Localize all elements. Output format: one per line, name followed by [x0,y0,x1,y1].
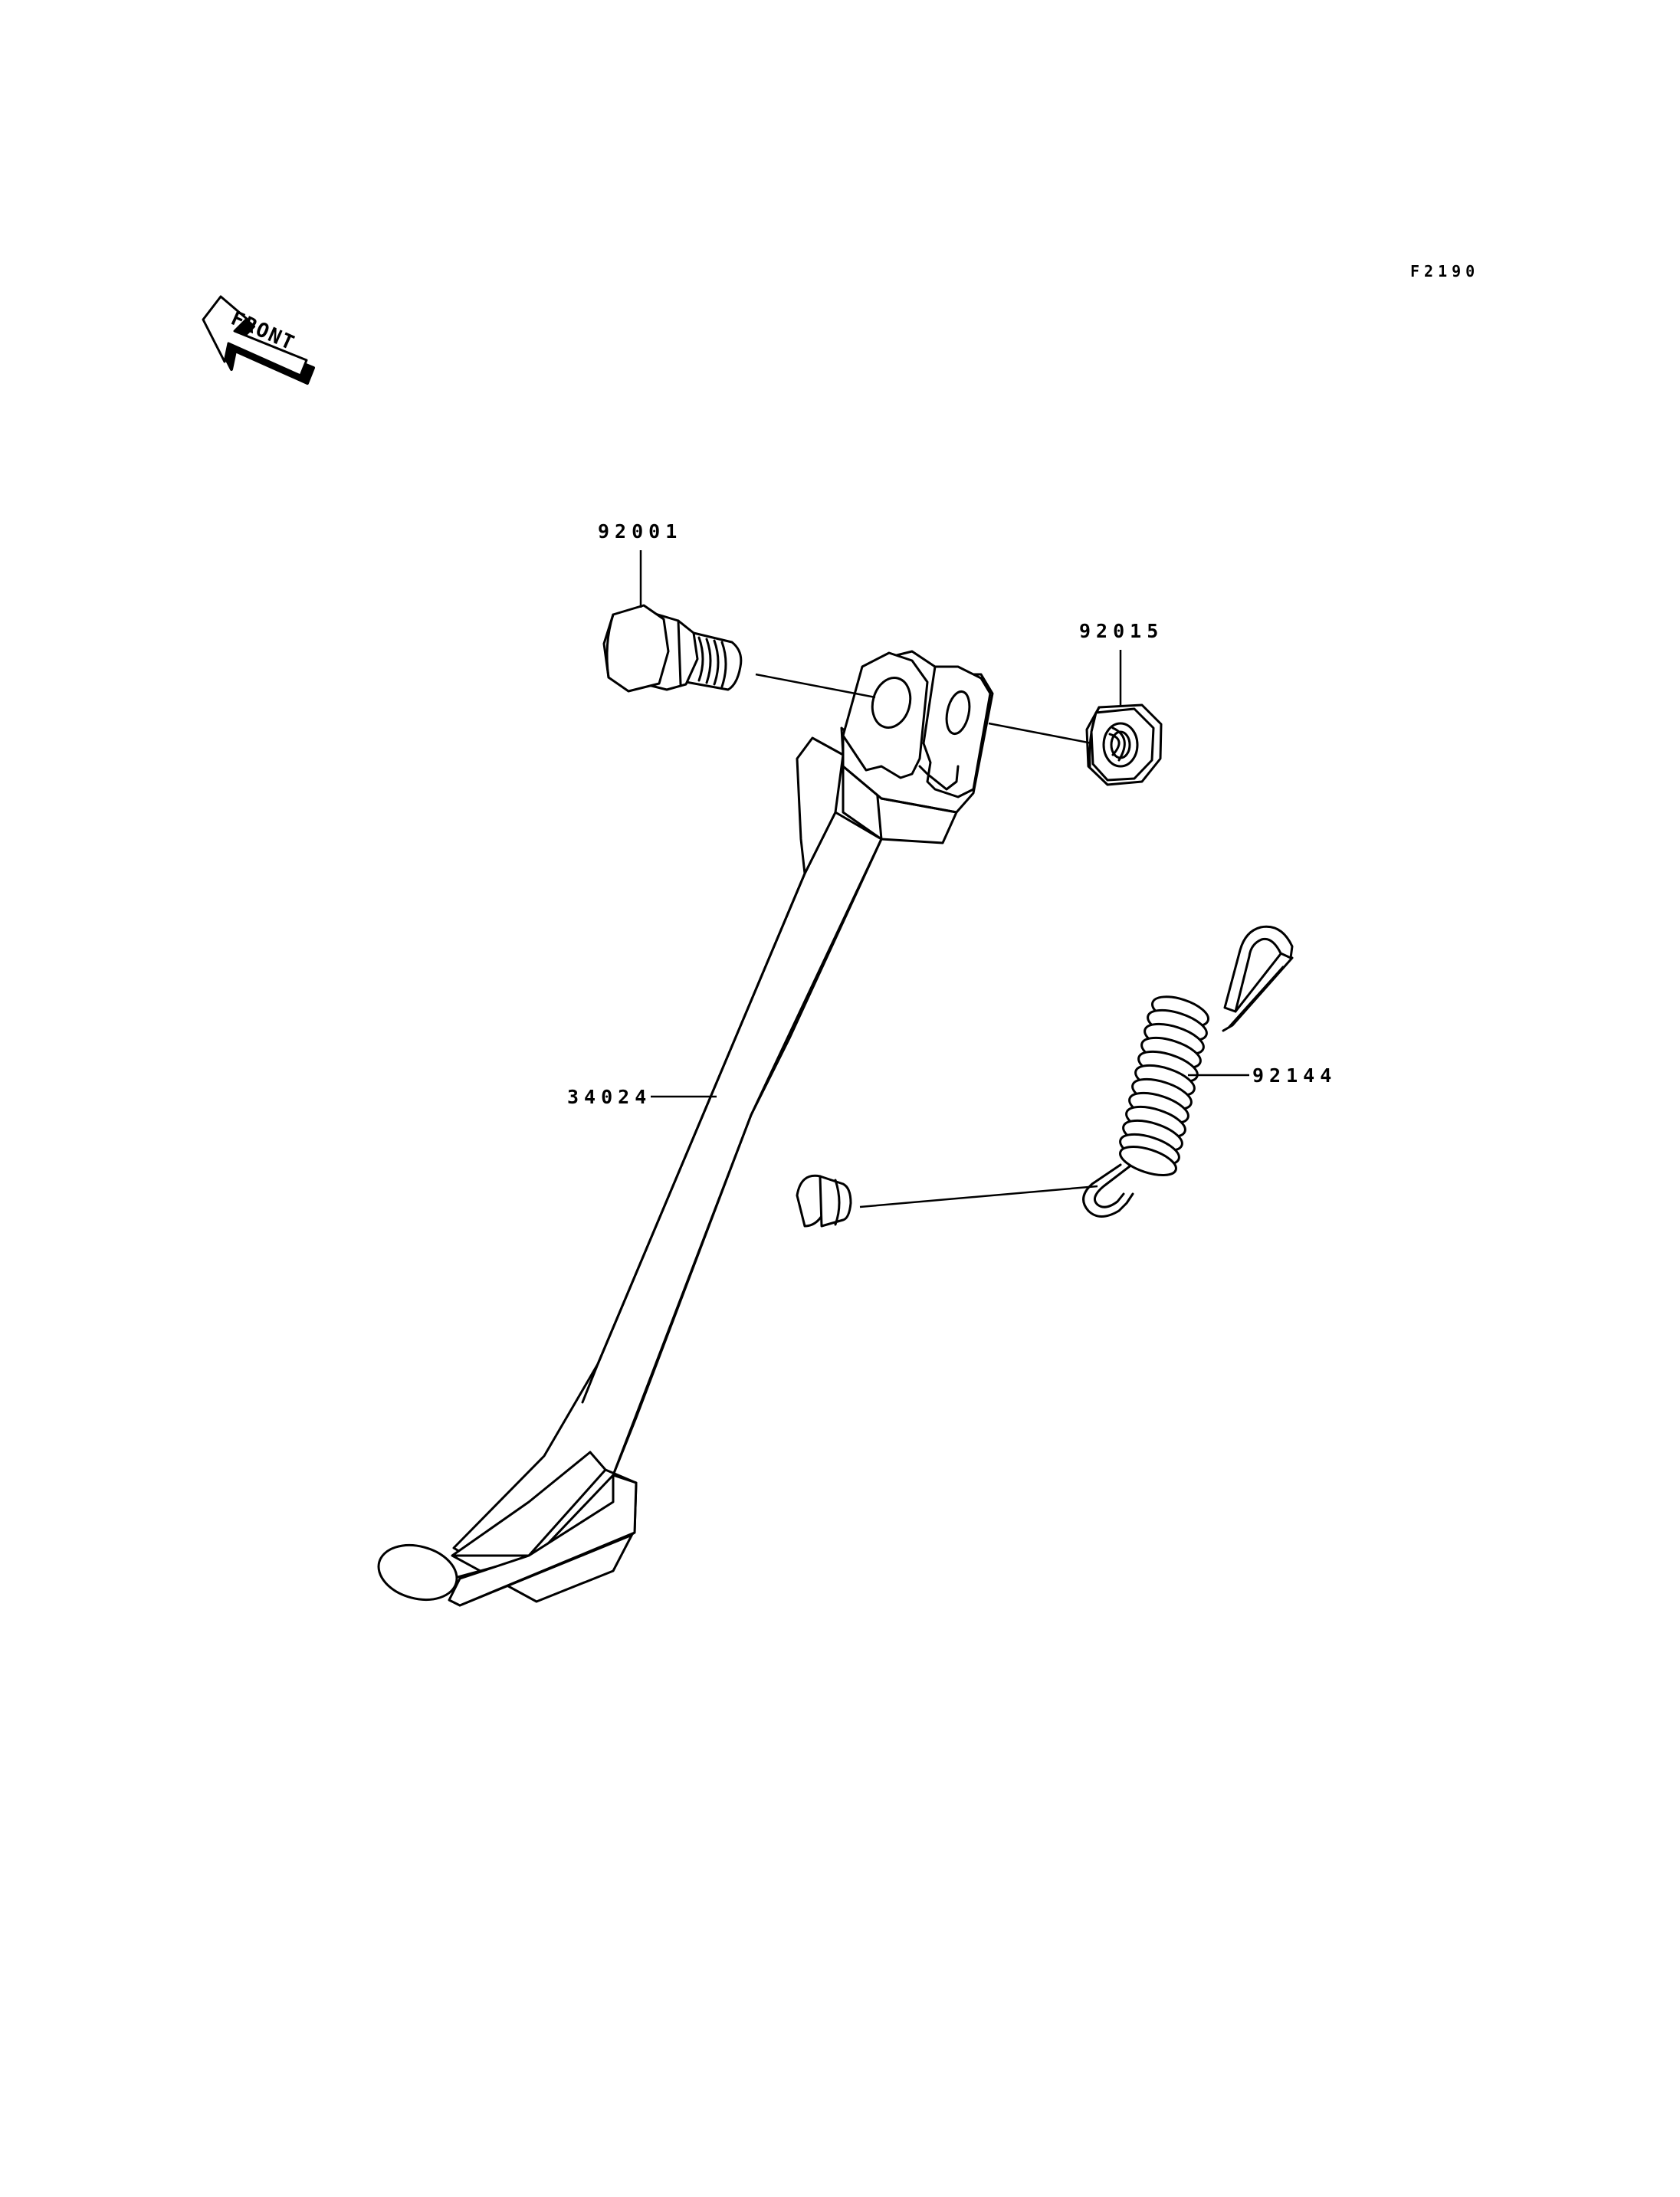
part-label-92001: 92001 [598,520,682,543]
figure-code: F2190 [1410,262,1479,280]
spring-coils [1119,995,1209,1176]
side-stand-34024-icon [377,650,994,1607]
part-label-92144: 92144 [1252,1064,1337,1087]
bolt-92001-icon [602,604,743,693]
bolt-assembly-line [755,673,876,699]
front-arrow-icon: FRONT [202,295,315,385]
nut-92015-icon [1085,703,1163,786]
spring-92144-icon [1082,925,1294,1218]
part-label-34024: 34024 [567,1086,651,1108]
spring-assembly-line [859,1185,1098,1208]
nut-assembly-line [988,722,1093,745]
part-label-92015: 92015 [1079,620,1163,642]
